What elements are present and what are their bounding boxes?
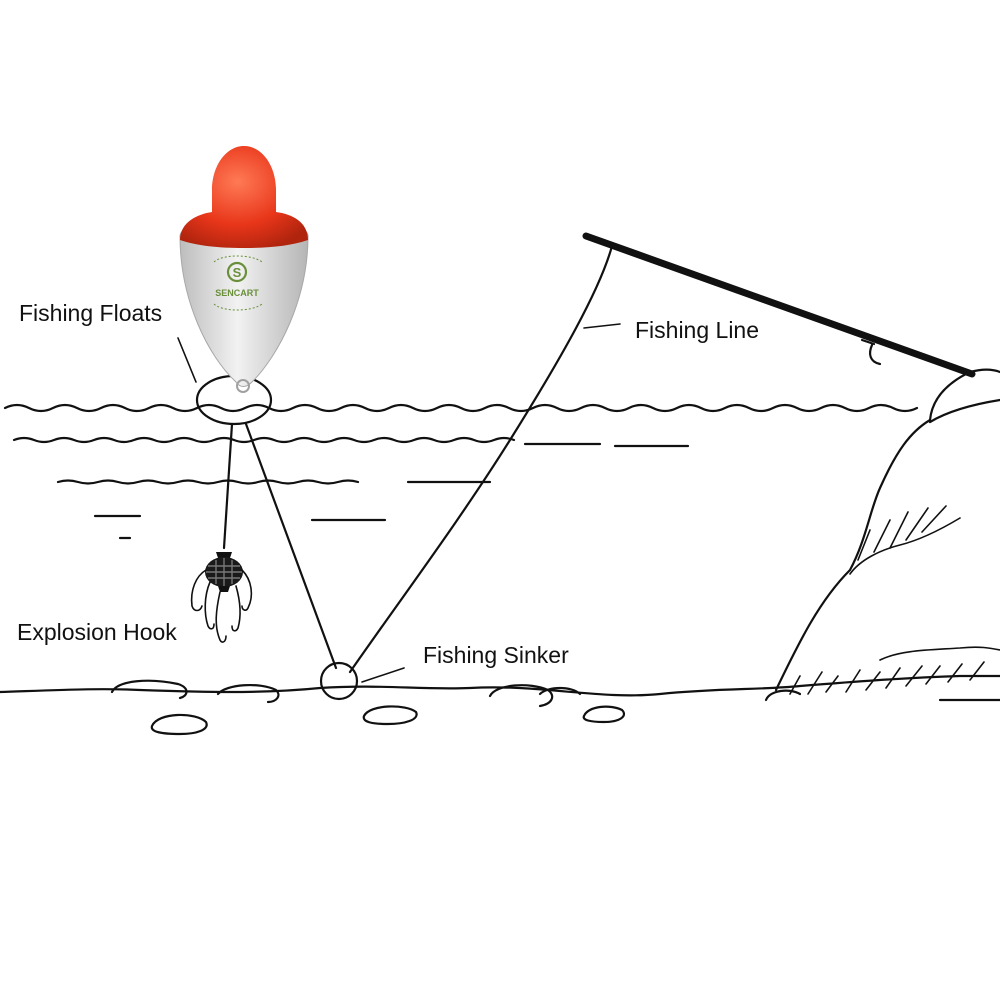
float-to-hook-line xyxy=(222,422,234,550)
line-leader-line xyxy=(583,323,621,329)
fishing-floats-label: Fishing Floats xyxy=(19,300,163,326)
float-to-sinker-line xyxy=(244,422,338,670)
explosion-hook-shape xyxy=(190,552,253,643)
water-surface xyxy=(3,403,919,413)
fishing-sinker-label: Fishing Sinker xyxy=(423,642,569,668)
shore-rock xyxy=(774,368,1000,695)
float-ring xyxy=(195,374,273,426)
fishing-float-image: S SENCART xyxy=(179,146,309,393)
svg-text:S: S xyxy=(233,265,242,280)
floats-leader-line xyxy=(177,337,197,383)
explosion-hook-label: Explosion Hook xyxy=(17,619,177,645)
seabed xyxy=(0,674,1000,736)
fishing-rod xyxy=(582,232,976,378)
fishing-sinker-shape xyxy=(319,661,359,701)
fishing-line-label: Fishing Line xyxy=(635,317,760,343)
float-brand-text: SENCART xyxy=(215,288,259,298)
main-fishing-line xyxy=(348,244,614,674)
water-ripples xyxy=(12,436,690,540)
sinker-leader-line xyxy=(361,667,405,683)
